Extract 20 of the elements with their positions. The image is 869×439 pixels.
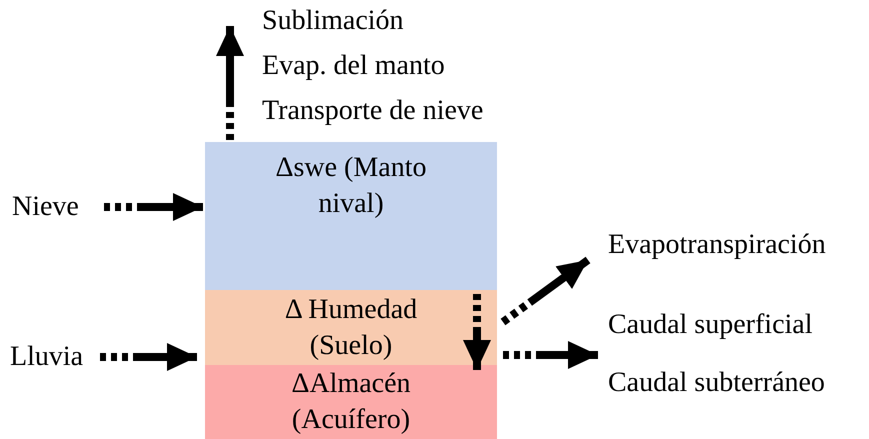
layer-label: Δswe (Manto nival) [274,151,428,221]
arrow [216,26,244,140]
flux-label: Caudal superficial [608,310,814,340]
arrow [500,256,590,326]
layer-label: Δ Humedad (Suelo) [284,292,418,362]
arrow [100,343,197,371]
arrow [104,193,203,221]
flux-label: Transporte de nieve [262,96,484,126]
arrow [463,294,491,370]
flux-label: Evap. del manto [262,51,446,81]
flux-label: Caudal subterráneo [608,368,826,398]
flux-label: Nieve [12,192,80,222]
flux-label: Sublimación [262,6,405,36]
flux-label: Evapotranspiración [608,230,827,260]
flux-label: Lluvia [10,342,84,372]
layer-box [205,365,497,439]
layer-label: ΔAlmacén (Acuífero) [290,367,412,437]
layer-box [205,290,497,365]
layer-box [205,142,497,290]
arrow [503,341,598,369]
